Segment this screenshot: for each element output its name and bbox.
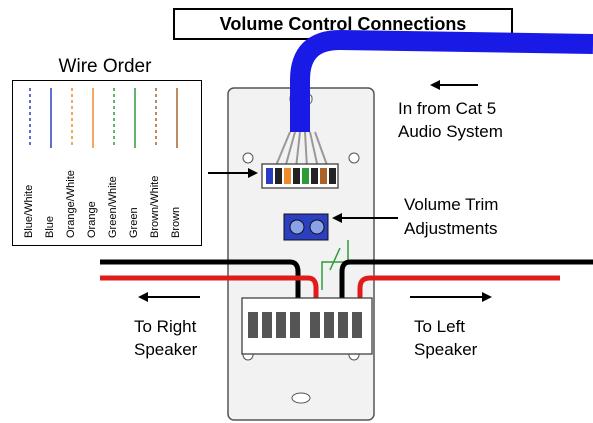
- wire-order-legend: [12, 80, 202, 246]
- left-speaker-label-line1: To Left: [414, 317, 466, 336]
- trim-pot-icon: [309, 219, 325, 235]
- legend-wire-label: Blue/White: [23, 184, 35, 238]
- mounting-screw-icon: [348, 152, 360, 164]
- input-label-line2: Audio System: [398, 122, 503, 141]
- legend-wire-label: Brown: [170, 206, 182, 238]
- legend-wire-label: Orange: [86, 201, 98, 238]
- arrow-left-icon: [430, 80, 478, 90]
- black-wire: [339, 259, 593, 315]
- right-speaker-label-line1: To Right: [134, 317, 197, 336]
- plate-bottom-hole: [291, 392, 311, 404]
- legend-wire-lines: [29, 88, 178, 148]
- left-speaker-label-line2: Speaker: [414, 340, 478, 359]
- punchdown-slots: [266, 168, 336, 184]
- wall-plate: [227, 87, 375, 421]
- arrow-left-icon: [332, 213, 398, 223]
- black-wire: [100, 259, 301, 315]
- input-label-line1: In from Cat 5: [398, 99, 497, 118]
- cat5-cable: [290, 29, 593, 132]
- trim-label-line1: Volume Trim: [404, 195, 499, 214]
- mounting-screw-icon: [242, 152, 254, 164]
- legend-wire-label: Orange/White: [65, 170, 77, 238]
- red-wire: [100, 275, 319, 315]
- legend-wire-label: Green: [128, 207, 140, 238]
- trim-label-line2: Adjustments: [404, 219, 498, 238]
- arrow-right-icon: [410, 292, 492, 302]
- trim-pot-icon: [289, 219, 305, 235]
- legend-wire-label: Brown/White: [149, 175, 161, 238]
- arrow-left-icon: [208, 168, 258, 178]
- terminal-slots: [248, 312, 362, 338]
- wire-order-title: Wire Order: [58, 56, 152, 77]
- arrow-left-icon: [138, 292, 200, 302]
- legend-wire-label: Blue: [44, 215, 56, 238]
- legend-wire-label: Green/White: [107, 176, 119, 238]
- right-speaker-label-line2: Speaker: [134, 340, 198, 359]
- red-wire: [357, 275, 560, 315]
